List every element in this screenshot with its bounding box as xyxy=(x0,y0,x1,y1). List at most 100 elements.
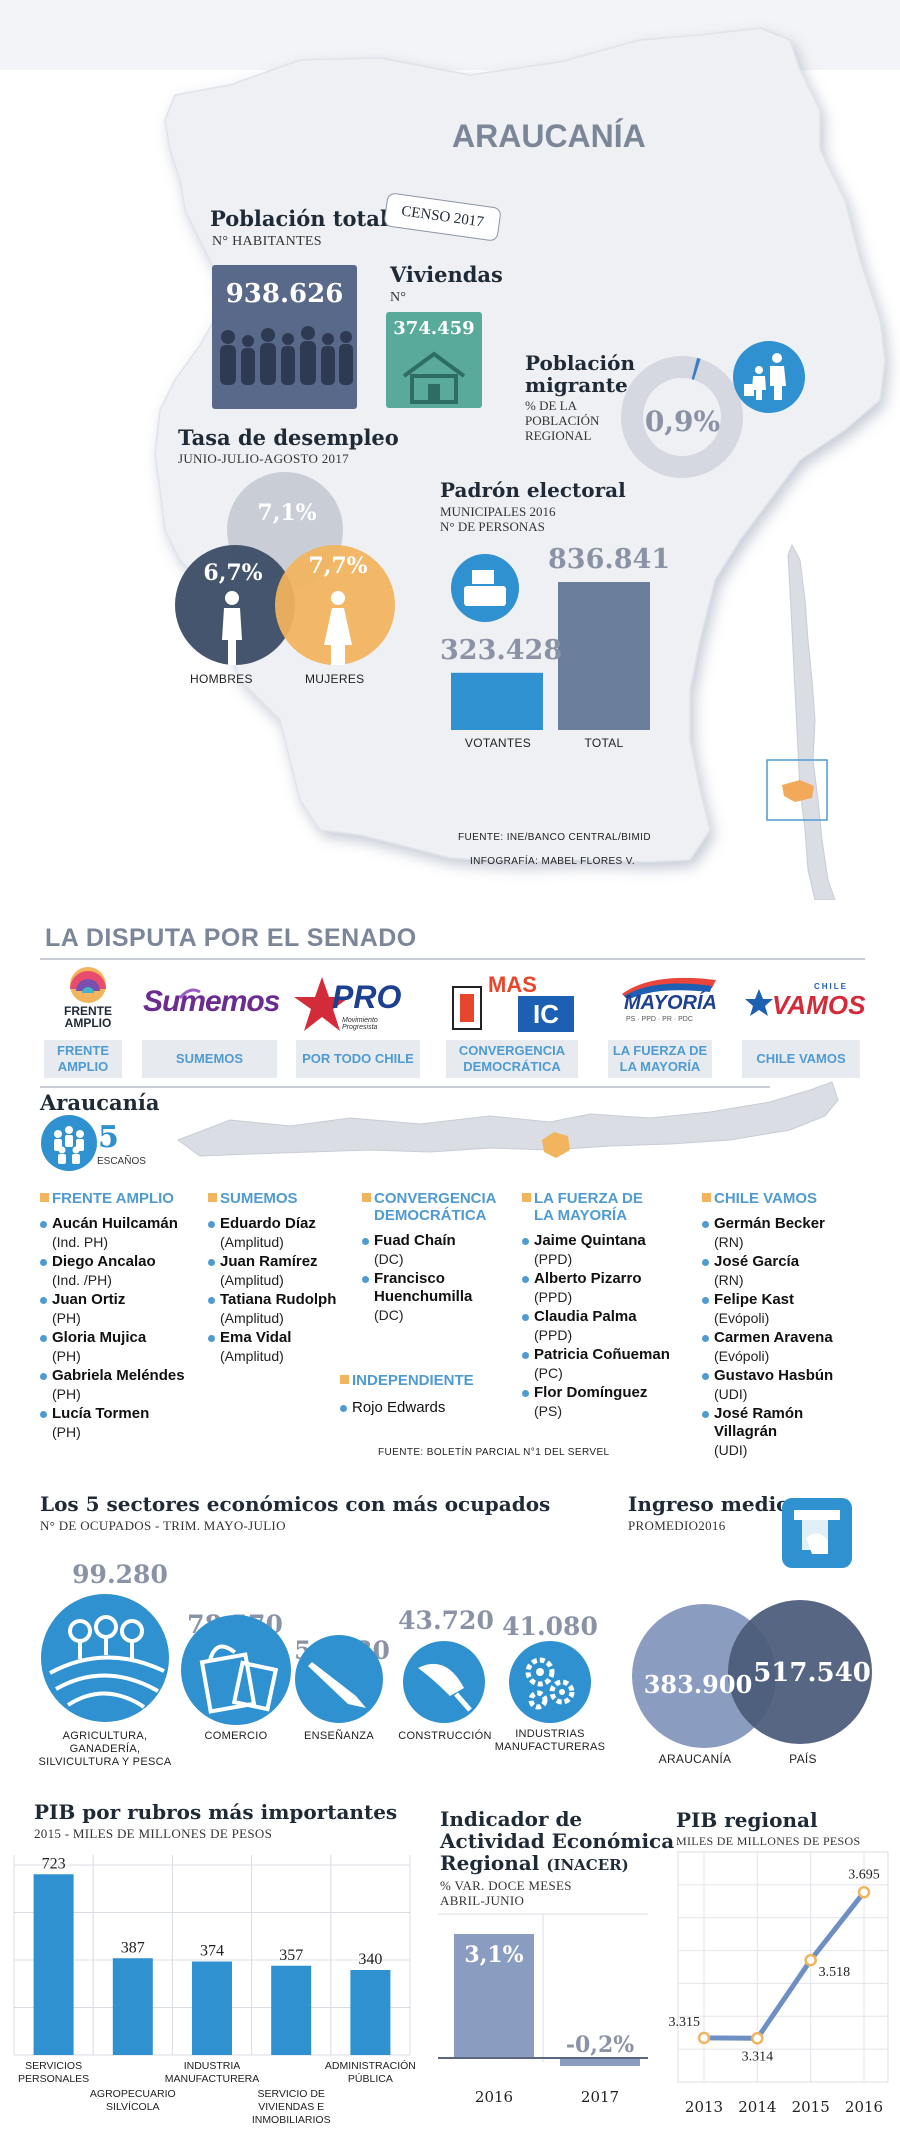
gears-icon xyxy=(509,1641,591,1723)
padron-chart xyxy=(451,582,650,730)
frente-amplio-logo-1: FRENTE xyxy=(64,1004,112,1018)
desempleo-title: Tasa de desempleo xyxy=(178,425,399,450)
pib-rubros-category: VIVIENDAS E xyxy=(258,2101,324,2113)
candidate: Gustavo Hasbún(UDI) xyxy=(702,1367,862,1403)
sectores-title: Los 5 sectores económicos con más ocupad… xyxy=(40,1492,551,1516)
logo-sumemos: Sumemos xyxy=(143,985,280,1018)
migrante-sub-1: % DE LA xyxy=(525,398,577,413)
candidate-name: José Ramón xyxy=(702,1405,803,1422)
sector-label-industrias-2: MANUFACTURERAS xyxy=(494,1741,606,1753)
pib-rubros-title: PIB por rubros más importantes xyxy=(34,1800,398,1824)
mujeres-label: MUJERES xyxy=(305,672,365,686)
votantes-label: VOTANTES xyxy=(464,736,532,750)
pib-regional-title: PIB regional xyxy=(676,1808,818,1832)
sector-label-agricultura-1: AGRICULTURA, xyxy=(62,1730,148,1742)
inacer-chart: 3,1%2016-0,2%2017 xyxy=(438,1913,648,2106)
ingreso-pais-value: 517.540 xyxy=(753,1658,871,1688)
cand-head-sumemos: SUMEMOS xyxy=(208,1190,358,1207)
candidate-name: Felipe Kast xyxy=(702,1291,794,1308)
chile-vamos-logo-text: VAMOS xyxy=(772,990,866,1020)
region-locator xyxy=(782,780,814,802)
pib-regional-point xyxy=(697,2031,711,2045)
candidate-party: (PPD) xyxy=(534,1289,573,1305)
sumemos-swoosh-icon xyxy=(178,988,201,999)
cand-head-convergencia-2: DEMOCRÁTICA xyxy=(374,1207,487,1224)
cand-head-frente-amplio-text: FRENTE AMPLIO xyxy=(52,1190,174,1207)
ingreso-araucania-value: 383.900 xyxy=(643,1670,753,1699)
viviendas-sub: N° xyxy=(390,290,407,305)
sector-value-industrias: 41.080 xyxy=(502,1612,598,1641)
candidate-party: (PPD) xyxy=(534,1327,573,1343)
pib-rubros-chart: 723SERVICIOSPERSONALES387AGROPECUARIOSIL… xyxy=(13,1855,416,2126)
candidate: Patricia Coñueman(PC) xyxy=(522,1346,692,1382)
senado-region: Araucanía xyxy=(40,1090,160,1115)
pib-rubros-value: 387 xyxy=(121,1939,145,1956)
infografia-credit: INFOGRAFÍA: MABEL FLORES V. xyxy=(470,856,636,867)
inacer-value: -0,2% xyxy=(566,2032,634,2058)
mas-logo-text: MAS xyxy=(488,972,537,997)
candidate-party: (Amplitud) xyxy=(220,1348,284,1364)
pib-regional-point xyxy=(751,2032,764,2045)
desempleo-hombres: 6,7% xyxy=(203,560,263,586)
pib-regional-sub: MILES DE MILLONES DE PESOS xyxy=(676,1834,861,1848)
construction-icon xyxy=(403,1641,485,1723)
poblacion-box: 938.626 xyxy=(212,265,357,409)
candidate: Alberto Pizarro(PPD) xyxy=(522,1270,692,1306)
region-title: ARAUCANÍA xyxy=(452,118,646,154)
pib-rubros-bar xyxy=(33,1874,74,2055)
frente-amplio-logo-text: FRENTE AMPLIO xyxy=(52,1005,124,1029)
candidatos-frente-amplio: FRENTE AMPLIO Aucán Huilcamán(Ind. PH) D… xyxy=(40,1190,190,1443)
candidate: Diego Ancalao (Ind. /PH) xyxy=(40,1253,190,1289)
viviendas-title: Viviendas xyxy=(390,262,503,287)
pib-rubros-value: 340 xyxy=(358,1951,382,1968)
pib-rubros-category: PÚBLICA xyxy=(348,2072,393,2085)
desempleo-sub: JUNIO-JULIO-AGOSTO 2017 xyxy=(178,451,349,466)
inacer-sub: % VAR. DOCE MESES ABRIL-JUNIO xyxy=(440,1878,572,1908)
sector-label-agricultura-3: SILVICULTURA Y PESCA xyxy=(38,1756,172,1768)
party-label-frente-amplio: FRENTE AMPLIO xyxy=(44,1040,122,1078)
candidate: Felipe Kast(Evópoli) xyxy=(702,1291,862,1327)
pib-rubros-category: SERVICIO DE xyxy=(257,2088,325,2100)
agriculture-icon xyxy=(41,1594,169,1722)
inacer-bar xyxy=(560,2058,640,2066)
inacer-sub-1: % VAR. DOCE MESES xyxy=(440,1878,572,1893)
cand-head-sumemos-text: SUMEMOS xyxy=(220,1190,298,1207)
commerce-icon xyxy=(181,1615,291,1725)
pib-rubros-sub: 2015 - MILES DE MILLONES DE PESOS xyxy=(34,1826,273,1841)
candidate: Gabriela Meléndes(PH) xyxy=(40,1367,190,1403)
cand-head-chile-vamos-text: CHILE VAMOS xyxy=(714,1190,818,1207)
candidate-name: Tatiana Rudolph xyxy=(208,1291,336,1308)
desempleo-total: 7,1% xyxy=(257,500,317,526)
fuente-ine: FUENTE: INE/BANCO CENTRAL/BIMID xyxy=(458,832,651,843)
candidate-name: Diego Ancalao xyxy=(40,1253,156,1270)
ingreso-pais-label: PAÍS xyxy=(789,1752,817,1766)
party-label-mayoria: LA FUERZA DE LA MAYORÍA xyxy=(608,1040,712,1078)
sectores-sub: N° DE OCUPADOS - TRIM. MAYO-JULIO xyxy=(40,1518,286,1533)
migrante-sub-3: REGIONAL xyxy=(525,428,592,443)
poblacion-title: Población total xyxy=(210,206,388,231)
candidate-party: (Ind. /PH) xyxy=(52,1272,112,1288)
candidate-name: Gustavo Hasbún xyxy=(702,1367,833,1384)
candidate: Germán Becker(RN) xyxy=(702,1215,862,1251)
people-icon xyxy=(220,326,353,385)
party-label-convergencia: CONVERGENCIA DEMOCRÁTICA xyxy=(446,1040,578,1078)
pib-regional-point xyxy=(804,1953,817,1967)
candidate-party: (Amplitud) xyxy=(220,1310,284,1326)
candidate-name: Germán Becker xyxy=(702,1215,825,1232)
pib-rubros-bar xyxy=(112,1958,153,2055)
candidate: Gloria Mujica(PH) xyxy=(40,1329,190,1365)
atm-icon xyxy=(782,1498,852,1568)
mayoria-logo-sub: PS · PPD · PR · PDC xyxy=(626,1016,693,1023)
pib-regional-frame xyxy=(677,1851,889,2083)
padron-sub-1: MUNICIPALES 2016 xyxy=(440,504,556,519)
sector-value-construccion: 43.720 xyxy=(398,1606,494,1635)
candidate-party: (PH) xyxy=(52,1386,81,1402)
sector-label-comercio: COMERCIO xyxy=(204,1730,268,1742)
sector-label-industrias: INDUSTRIAS MANUFACTURERAS xyxy=(494,1728,606,1754)
viviendas-value: 374.459 xyxy=(393,318,475,339)
candidate-name: Gloria Mujica xyxy=(40,1329,146,1346)
